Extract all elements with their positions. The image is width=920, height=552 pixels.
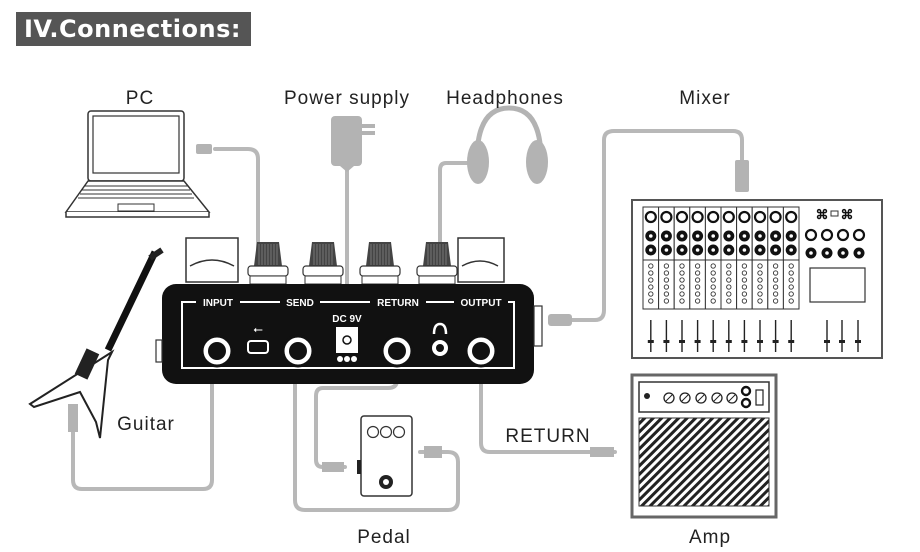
label-power-supply: Power supply xyxy=(284,88,410,109)
mixer-icon: ⌘⌘ xyxy=(631,199,883,359)
footswitch-left[interactable] xyxy=(185,237,239,283)
mixer-display xyxy=(809,267,866,303)
return-cable xyxy=(314,370,399,469)
label-mixer: Mixer xyxy=(679,88,730,109)
headphones-icon xyxy=(467,105,548,184)
effects-device: INPUT SEND RETURN OUTPUT DC 9V ⭠ xyxy=(155,237,543,384)
usb-cable xyxy=(213,147,260,300)
pedal-icon xyxy=(357,415,413,497)
power-adapter-icon xyxy=(331,116,375,172)
amp-plug xyxy=(590,447,614,457)
dc-label: DC 9V xyxy=(332,314,362,325)
usb-icon: ⭠ xyxy=(253,322,263,336)
mixer-cable xyxy=(568,129,744,322)
headphone-jack[interactable] xyxy=(432,322,448,356)
output-cable xyxy=(479,370,617,454)
send-cable xyxy=(293,370,460,512)
pedal-out-plug xyxy=(424,446,442,458)
laptop-icon xyxy=(64,110,211,218)
knob-icon[interactable] xyxy=(416,242,458,285)
mixer-plug-device xyxy=(548,314,572,326)
footswitch-right[interactable] xyxy=(457,237,505,283)
dc-jack[interactable] xyxy=(336,327,358,362)
label-pc: PC xyxy=(126,88,154,109)
guitar-icon xyxy=(28,247,164,439)
svg-text:⌘: ⌘ xyxy=(816,207,829,222)
return-label: RETURN xyxy=(377,298,419,309)
label-return: RETURN xyxy=(505,426,590,447)
guitar-plug xyxy=(68,404,78,432)
pedal-in-plug xyxy=(322,462,344,472)
mixer-plug-mixer xyxy=(735,160,749,192)
output-label: OUTPUT xyxy=(460,298,501,309)
guitar-cable xyxy=(71,370,214,491)
side-jack-right xyxy=(533,305,543,347)
section-title: IV.Connections: xyxy=(16,12,251,46)
label-guitar: Guitar xyxy=(117,414,175,435)
return-jack[interactable] xyxy=(380,334,414,368)
send-label: SEND xyxy=(286,298,314,309)
send-jack[interactable] xyxy=(281,334,315,368)
amp-power-switch xyxy=(755,389,764,406)
input-jack[interactable] xyxy=(200,334,234,368)
amp-input-jack xyxy=(644,393,650,399)
label-headphones: Headphones xyxy=(446,88,564,109)
headphones-cable xyxy=(438,161,470,302)
amp-icon xyxy=(630,373,778,519)
knob-icon[interactable] xyxy=(247,242,289,285)
label-amp: Amp xyxy=(689,527,731,548)
side-jack-left xyxy=(155,339,163,363)
output-jack[interactable] xyxy=(464,334,498,368)
input-label: INPUT xyxy=(203,298,233,309)
knob-icon[interactable] xyxy=(302,242,344,285)
knob-icon[interactable] xyxy=(359,242,401,285)
usb-port[interactable]: ⭠ xyxy=(247,322,269,354)
usb-plug-pc xyxy=(196,144,212,154)
svg-text:⌘: ⌘ xyxy=(841,207,854,222)
headphone-symbol-icon xyxy=(432,322,448,335)
label-pedal: Pedal xyxy=(357,527,411,548)
